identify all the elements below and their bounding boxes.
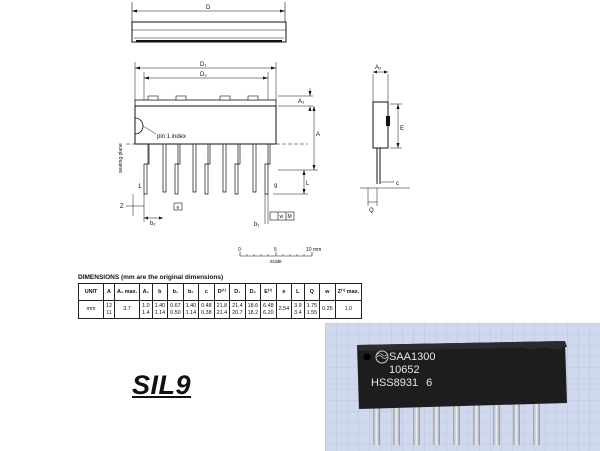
dim-label-D: D: [206, 5, 211, 11]
side-label-E: E: [400, 126, 404, 132]
dim-label-e: e: [177, 205, 180, 211]
scale-tick-5: 5: [274, 247, 277, 253]
dimensions-title: DIMENSIONS (mm are the original dimensio…: [78, 274, 224, 281]
side-label-A2: A₂: [375, 65, 382, 71]
header-D2: D₂: [244, 283, 262, 301]
philips-logo-icon: [375, 350, 389, 364]
dim-label-Z: Z: [120, 204, 124, 210]
cell-Z: 1.0: [334, 300, 363, 319]
chip-marking-line2: 10652: [389, 364, 420, 376]
header-Q: Q: [303, 283, 321, 301]
dim-label-L: L: [306, 181, 310, 187]
package-side-view: A₂ E c Q: [360, 65, 410, 214]
chip-marking-suffix: 6: [426, 377, 432, 389]
package-front-view: D₁ D₂ pin 1 index seating plane A₃ A 1 9: [118, 62, 320, 228]
header-unit: UNIT: [78, 283, 104, 301]
cell-A2: 3.7: [113, 300, 141, 319]
cell-w: 0.25: [319, 300, 336, 319]
package-name: SIL9: [132, 370, 192, 400]
seating-plane-label: seating plane: [118, 143, 124, 173]
tolerance-m: M: [288, 214, 292, 220]
pin-1-label: 1: [138, 184, 142, 190]
header-E: E⁽¹⁾: [260, 283, 277, 301]
header-w: w: [319, 283, 336, 301]
header-Z: Z⁽¹⁾ max.: [334, 283, 363, 301]
scale-bar: 0 5 10 mm scale: [238, 247, 321, 265]
dim-label-b1: b₁: [254, 222, 259, 228]
tolerance-w: w: [280, 214, 284, 220]
dim-label-D1: D₁: [200, 62, 206, 68]
chip-pins: [373, 401, 540, 445]
header-c: c: [198, 283, 215, 301]
scale-label: scale: [270, 259, 282, 265]
header-e: e: [275, 283, 293, 301]
pin-9-label: 9: [274, 184, 278, 190]
header-A: A: [103, 283, 115, 301]
header-D1: D₁: [229, 283, 246, 301]
header-b: b: [151, 283, 169, 301]
header-b1: b₁: [167, 283, 184, 301]
chip-photo: SAA1300 10652 HSS8931 6: [325, 323, 600, 451]
header-A2: A₂ max.: [113, 283, 141, 301]
chip-marking-line1: SAA1300: [389, 351, 435, 363]
header-D: D⁽¹⁾: [213, 283, 231, 301]
header-A3: A₃: [139, 283, 153, 301]
pin1-index-label: pin 1 index: [157, 134, 186, 140]
dimensions-header-row: UNIT A A₂ max. A₃ b b₁ b₂ c D⁽¹⁾ D₁ D₂ E…: [78, 283, 363, 301]
dim-label-A: A: [316, 132, 320, 138]
side-label-Q: Q: [369, 208, 374, 214]
side-label-c: c: [396, 181, 399, 187]
cell-unit: mm: [78, 300, 104, 319]
chip-photo-svg: SAA1300 10652 HSS8931 6: [325, 323, 600, 451]
dim-label-D2: D₂: [200, 72, 207, 78]
header-b2: b₂: [182, 283, 200, 301]
pin-row: [143, 143, 271, 195]
package-top-view: D: [131, 2, 287, 43]
dimensions-table: UNIT A A₂ max. A₃ b b₁ b₂ c D⁽¹⁾ D₁ D₂ E…: [78, 283, 363, 319]
dim-label-b2: b₂: [150, 221, 156, 227]
dim-label-A3: A₃: [298, 99, 305, 105]
scale-tick-10: 10 mm: [306, 247, 321, 253]
scale-tick-0: 0: [238, 247, 241, 253]
chip-marking-line3: HSS8931: [371, 377, 418, 389]
header-L: L: [291, 283, 305, 301]
cell-e: 2.54: [275, 300, 293, 319]
